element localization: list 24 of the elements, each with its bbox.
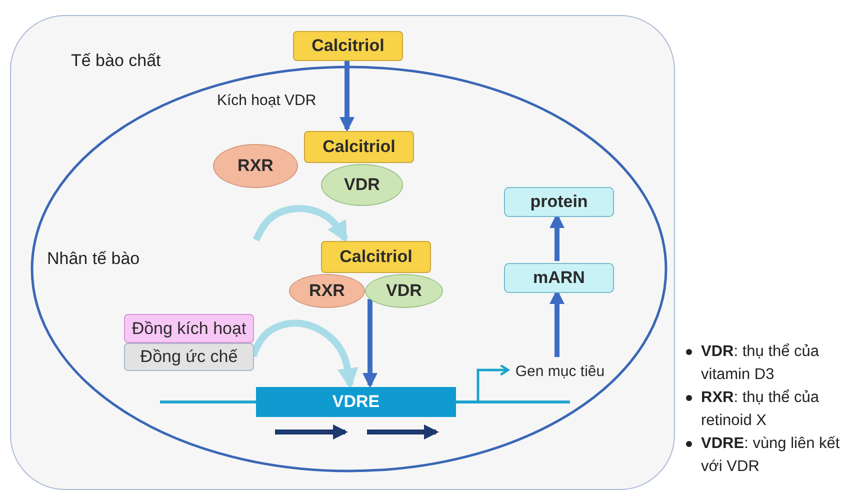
cofactor-box: Đồng ức chế — [124, 343, 254, 371]
dna-segment: VDRE — [256, 387, 456, 417]
calcitriol-box: Calcitriol — [293, 31, 403, 61]
protein-ellipse: VDR — [365, 274, 443, 308]
arrow — [362, 299, 378, 388]
definition-note: VDRE: vùng liên kết với VDR — [683, 432, 843, 478]
arrow — [455, 364, 510, 404]
definition-note: RXR: thụ thể của retinoid X — [683, 386, 843, 432]
arrow — [252, 205, 348, 243]
protein-ellipse: RXR — [289, 274, 365, 308]
calcitriol-box: Calcitriol — [304, 131, 414, 163]
arrow — [340, 60, 354, 132]
protein-ellipse: VDR — [321, 164, 403, 206]
region-label: Nhân tế bào — [47, 249, 140, 269]
definition-note: VDR: thụ thể của vitamin D3 — [683, 340, 843, 386]
gene-label: Gen mục tiêu — [509, 359, 611, 383]
edge-label: Kích hoạt VDR — [217, 92, 316, 109]
product-box: protein — [504, 187, 614, 217]
product-box: mARN — [504, 263, 614, 293]
region-label: Tế bào chất — [71, 51, 161, 71]
cofactor-box: Đồng kích hoạt — [124, 314, 254, 343]
protein-ellipse: RXR — [213, 144, 298, 188]
calcitriol-box: Calcitriol — [321, 241, 431, 273]
cytoplasm-area — [10, 15, 675, 490]
